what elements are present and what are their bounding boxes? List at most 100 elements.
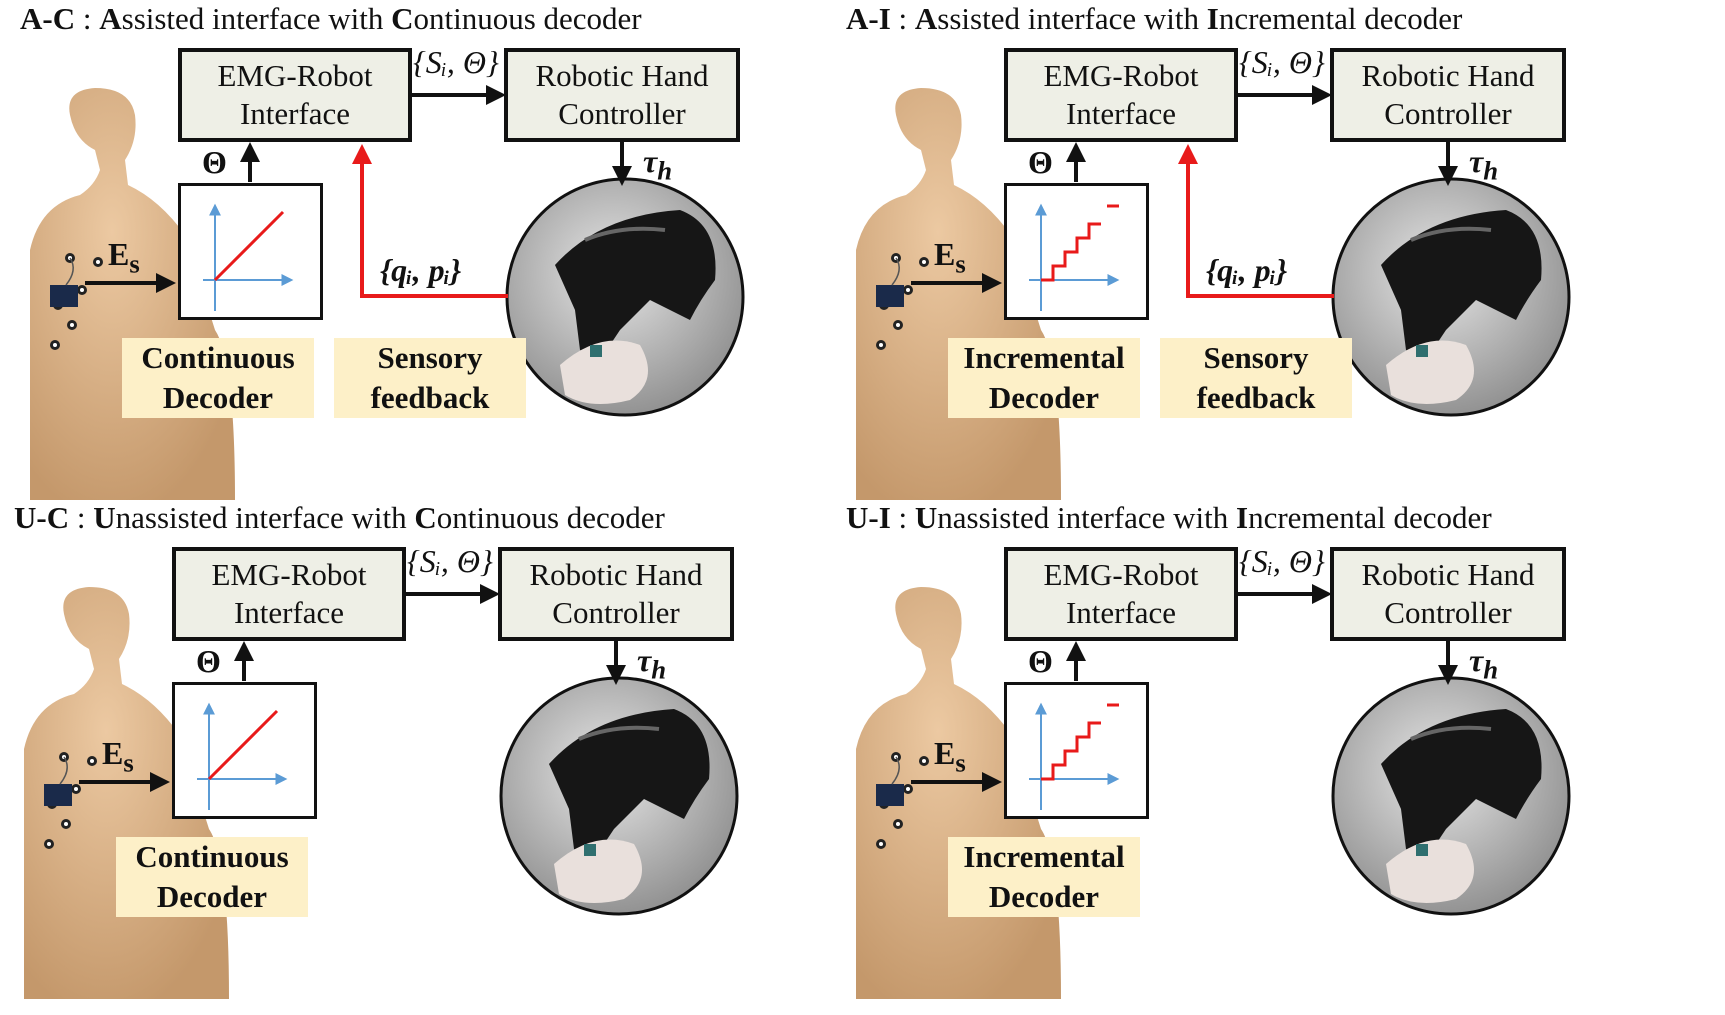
title-part: ontinuous decoder [436, 500, 665, 535]
continuous-mapping-line [207, 709, 279, 781]
feedback-arrow [1178, 144, 1334, 298]
tau-label: τh [1469, 143, 1498, 186]
label-line: feedback [1196, 380, 1316, 415]
tau-label: τh [643, 143, 672, 186]
robotic-hand-image [1331, 676, 1571, 916]
emg-symbol: E [934, 236, 956, 272]
si-theta-label: {Sᵢ, Θ} [407, 543, 493, 579]
title-part: C [414, 500, 437, 535]
panel-title: A-I : Assisted interface with Incrementa… [846, 0, 1462, 38]
decoder-graph [178, 183, 323, 320]
box-line: EMG-Robot [217, 58, 373, 93]
continuous-mapping-line [213, 210, 285, 282]
box-line: Interface [239, 96, 351, 131]
title-part: A [99, 1, 122, 36]
label-line: feedback [370, 380, 490, 415]
title-part: U [93, 500, 116, 535]
box-line: Robotic Hand [529, 557, 703, 592]
title-part: nassisted interface with [937, 500, 1237, 535]
label-line: Decoder [988, 879, 1100, 914]
title-part: I [1236, 500, 1249, 535]
emg-symbol: E [102, 735, 124, 771]
title-part: I [1206, 1, 1219, 36]
box-line: Interface [233, 595, 345, 630]
panel-u-c: U-C : Unassisted interface with Continuo… [0, 499, 856, 1006]
label-line: Decoder [156, 879, 268, 914]
title-part: : [69, 500, 94, 535]
label-line: Incremental [963, 839, 1125, 874]
emg-subscript: s [955, 248, 966, 279]
robotic-hand-image [499, 676, 739, 916]
emg-signal-label: Es [102, 735, 134, 778]
panel-a-i: A-I : Assisted interface with Incrementa… [826, 0, 1688, 507]
tau-label: τh [637, 642, 666, 685]
emg-sensor [44, 784, 72, 806]
theta-label: Θ [1028, 144, 1053, 180]
emg-signal-label: Es [108, 236, 140, 279]
emg-symbol: E [934, 735, 956, 771]
panel-code: A-I [846, 1, 891, 36]
incremental-mapping-steps [1041, 222, 1101, 282]
box-line: Controller [552, 595, 680, 630]
emg-signal-label: Es [934, 735, 966, 778]
panel-code: U-C [14, 500, 70, 535]
tau-subscript: h [1483, 654, 1499, 685]
theta-label: Θ [1028, 643, 1053, 679]
tau-subscript: h [657, 155, 673, 186]
emg-subscript: s [955, 747, 966, 778]
robotic-hand-image [505, 177, 745, 417]
panel-title: A-C : Assisted interface with Continuous… [20, 0, 642, 38]
emg-sensor [50, 285, 78, 307]
feedback-set-label: {qᵢ, pᵢ} [380, 252, 462, 288]
feedback-set-label: {qᵢ, pᵢ} [1206, 252, 1288, 288]
title-part: ssisted interface with [121, 1, 392, 36]
panel-code: U-I [846, 500, 891, 535]
tau-subscript: h [1483, 155, 1499, 186]
tau-symbol: τ [643, 143, 658, 179]
label-line: Decoder [162, 380, 274, 415]
theta-label: Θ [202, 144, 227, 180]
title-part: ncremental decoder [1248, 500, 1492, 535]
panel-code: A-C [20, 1, 76, 36]
title-part: A [914, 1, 938, 36]
tau-label: τh [1469, 642, 1498, 685]
title-part: : [890, 1, 915, 36]
emg-sensor [876, 784, 904, 806]
label-line: Sensory [1203, 340, 1309, 375]
title-part: ssisted interface with [937, 1, 1207, 36]
box-line: Controller [1384, 96, 1512, 131]
robotic-hand-image [1331, 177, 1571, 417]
si-theta-label: {Sᵢ, Θ} [413, 44, 499, 80]
panel-title: U-I : Unassisted interface with Incremen… [846, 499, 1492, 537]
decoder-graph [1004, 183, 1149, 320]
emg-subscript: s [123, 747, 134, 778]
sensory-feedback-label: Sensory feedback [1160, 338, 1352, 418]
box-line: Interface [1065, 595, 1177, 630]
incremental-mapping-steps [1041, 721, 1101, 781]
title-part: U [914, 500, 938, 535]
title-part: C [391, 1, 414, 36]
box-line: Robotic Hand [535, 58, 709, 93]
emg-subscript: s [129, 248, 140, 279]
tau-symbol: τ [637, 642, 652, 678]
box-line: Controller [558, 96, 686, 131]
panel-u-i: U-I : Unassisted interface with Incremen… [826, 499, 1688, 1006]
label-line: Decoder [988, 380, 1100, 415]
si-theta-label: {Sᵢ, Θ} [1239, 543, 1325, 579]
box-line: EMG-Robot [211, 557, 367, 592]
decoder-graph [172, 682, 317, 819]
si-theta-label: {Sᵢ, Θ} [1239, 44, 1325, 80]
